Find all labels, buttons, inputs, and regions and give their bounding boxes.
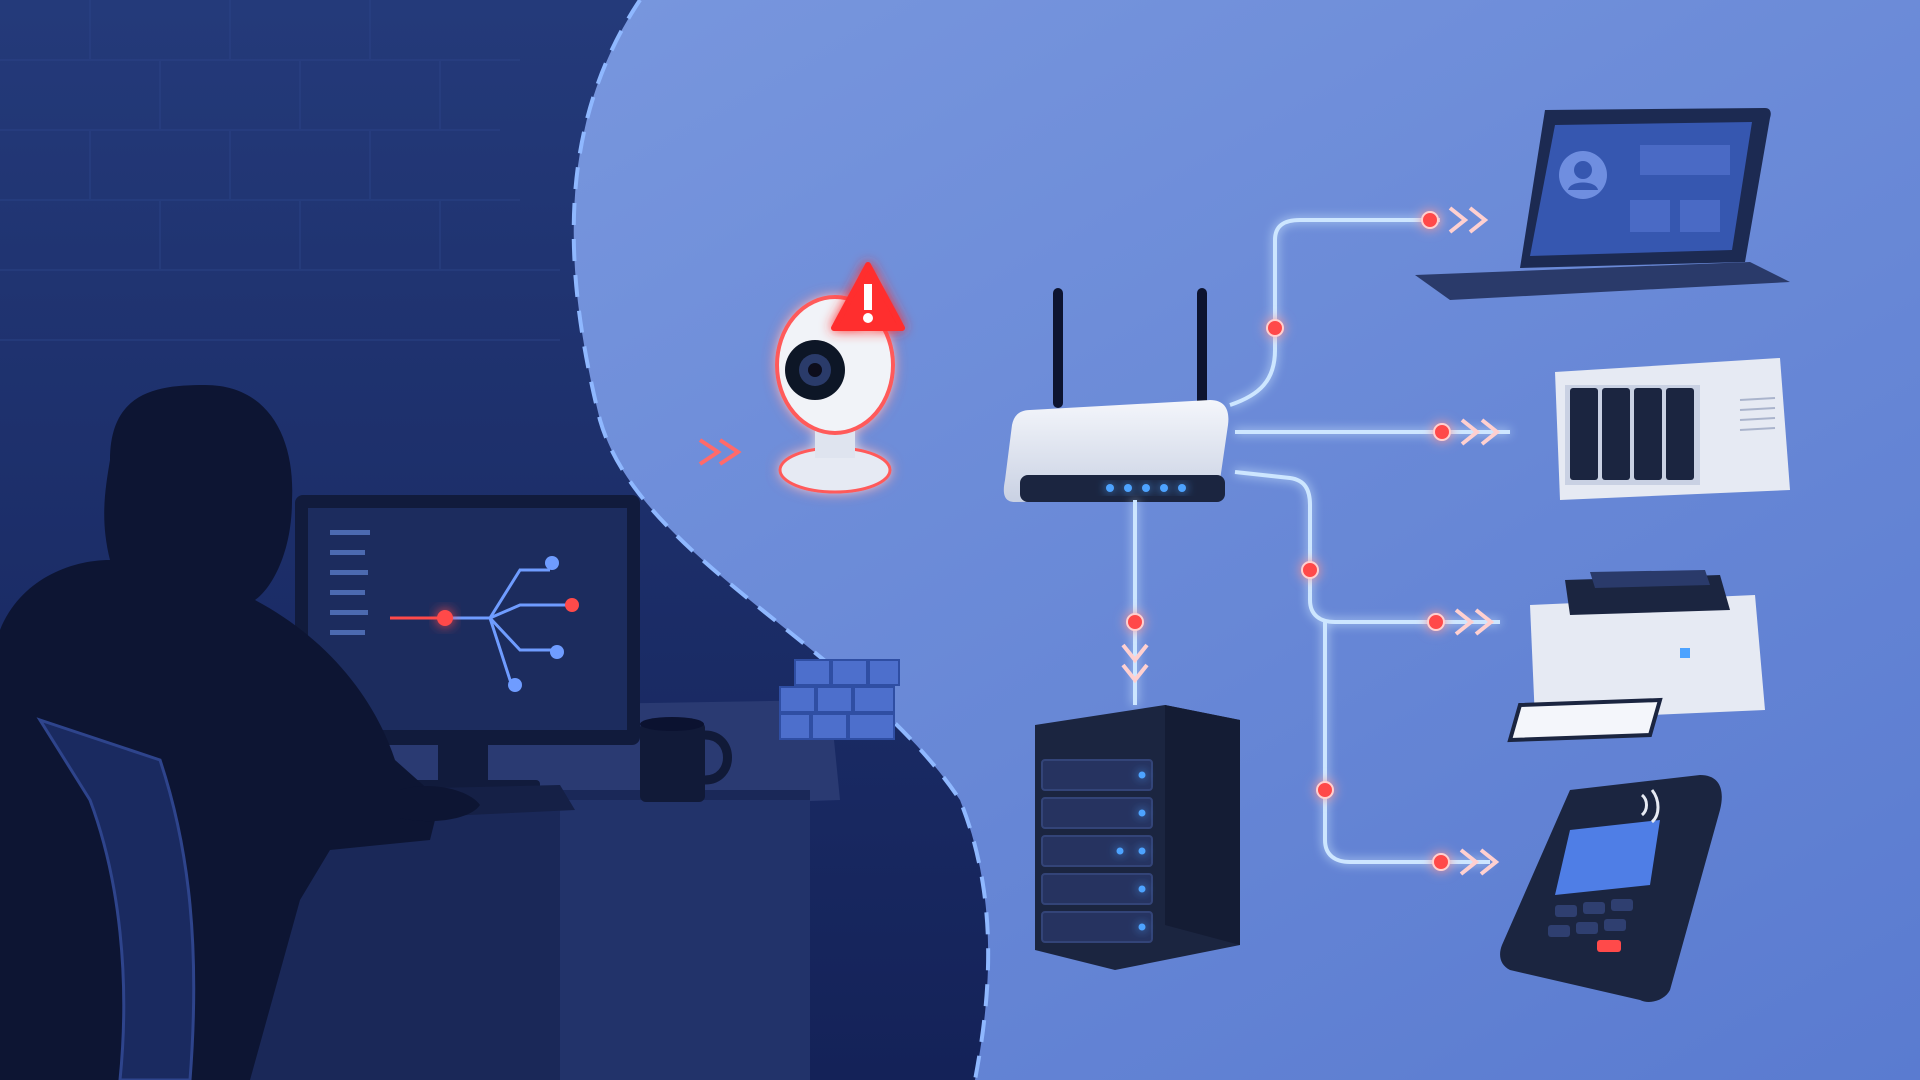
laptop-icon bbox=[1415, 108, 1790, 300]
brick-wall-texture bbox=[0, 0, 560, 341]
intercept-nodes bbox=[1126, 211, 1451, 871]
firewall-bricks-icon bbox=[779, 659, 900, 740]
pos-terminal-icon bbox=[1500, 775, 1722, 1002]
hacker-figure bbox=[0, 385, 480, 1080]
network-links bbox=[1133, 218, 1510, 864]
coffee-mug-icon bbox=[640, 717, 732, 802]
wifi-router-icon bbox=[1003, 288, 1229, 502]
server-tower-icon bbox=[1035, 705, 1240, 970]
flow-arrows bbox=[1121, 206, 1501, 876]
printer-icon bbox=[1507, 570, 1765, 743]
monitor-icon bbox=[295, 495, 640, 796]
network-boundary-line bbox=[571, 0, 991, 1080]
nas-storage-icon bbox=[1555, 358, 1790, 500]
attack-arrow bbox=[698, 438, 742, 466]
warning-icon bbox=[831, 262, 905, 331]
